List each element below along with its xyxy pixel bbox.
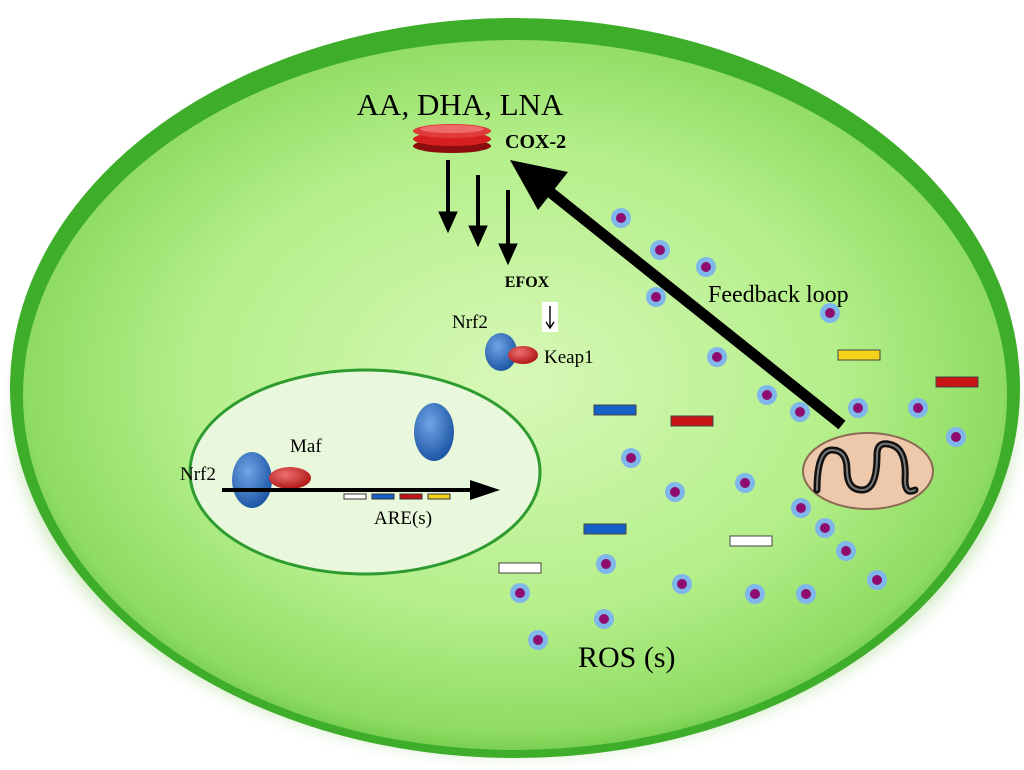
cox2-icon: [413, 124, 491, 153]
maf-protein-icon: [269, 467, 311, 489]
nrf2-protein-icon: [485, 333, 517, 371]
feedback-loop-arrow: [510, 160, 846, 430]
cell-cytoplasm: [23, 40, 1007, 750]
ros-dot-core: [841, 546, 851, 556]
nrf2-bound-protein-icon: [232, 452, 272, 508]
bar-red: [935, 376, 979, 388]
ros-dot-core: [670, 487, 680, 497]
ros-dot-core: [825, 308, 835, 318]
ros-dot-core: [655, 245, 665, 255]
bar-blue: [593, 404, 637, 416]
ros-dot-core: [951, 432, 961, 442]
ros-dots: [510, 208, 966, 650]
ros-dot-core: [820, 523, 830, 533]
substrates-label: AA, DHA, LNA: [357, 87, 564, 122]
are-elements: [343, 493, 451, 500]
signal-bars: [498, 349, 979, 574]
are-label: ARE(s): [374, 508, 432, 529]
ros-dot-core: [651, 292, 661, 302]
ros-dot-core: [701, 262, 711, 272]
maf-label: Maf: [290, 436, 322, 457]
bar-red: [670, 415, 714, 427]
mitochondrion-icon: [802, 432, 934, 510]
nrf2-free-protein-icon: [414, 403, 454, 461]
feedback-loop-label: Feedback loop: [708, 282, 849, 308]
keap1-protein-icon: [508, 346, 538, 364]
cox2-label: COX-2: [505, 131, 566, 153]
ros-dot-core: [795, 407, 805, 417]
ros-dot-core: [872, 575, 882, 585]
ros-dot-core: [616, 213, 626, 223]
bar-white: [729, 535, 773, 547]
ros-dot-core: [750, 589, 760, 599]
ros-dot-core: [801, 589, 811, 599]
ros-dot-core: [626, 453, 636, 463]
ros-dot-core: [599, 614, 609, 624]
ros-dot-core: [515, 588, 525, 598]
ros-dot-core: [740, 478, 750, 488]
efox-down-arrow: [545, 306, 555, 330]
bar-yellow: [837, 349, 881, 361]
ros-dot-core: [796, 503, 806, 513]
keap1-label: Keap1: [544, 347, 594, 368]
ros-dot-core: [712, 352, 722, 362]
cox2-product-arrows: [438, 160, 518, 266]
efox-label: EFOX: [505, 274, 550, 291]
ros-dot-core: [601, 559, 611, 569]
nrf2-nucleus-label: Nrf2: [180, 464, 216, 485]
ros-dot-core: [533, 635, 543, 645]
nrf2-cytoplasm-label: Nrf2: [452, 312, 488, 333]
ros-dot-core: [762, 390, 772, 400]
ros-dot-core: [853, 403, 863, 413]
ros-dot-core: [677, 579, 687, 589]
ros-dot-core: [913, 403, 923, 413]
bar-white: [498, 562, 542, 574]
ros-label: ROS (s): [578, 641, 676, 674]
transcription-arrow: [222, 480, 500, 500]
bar-blue: [583, 523, 627, 535]
